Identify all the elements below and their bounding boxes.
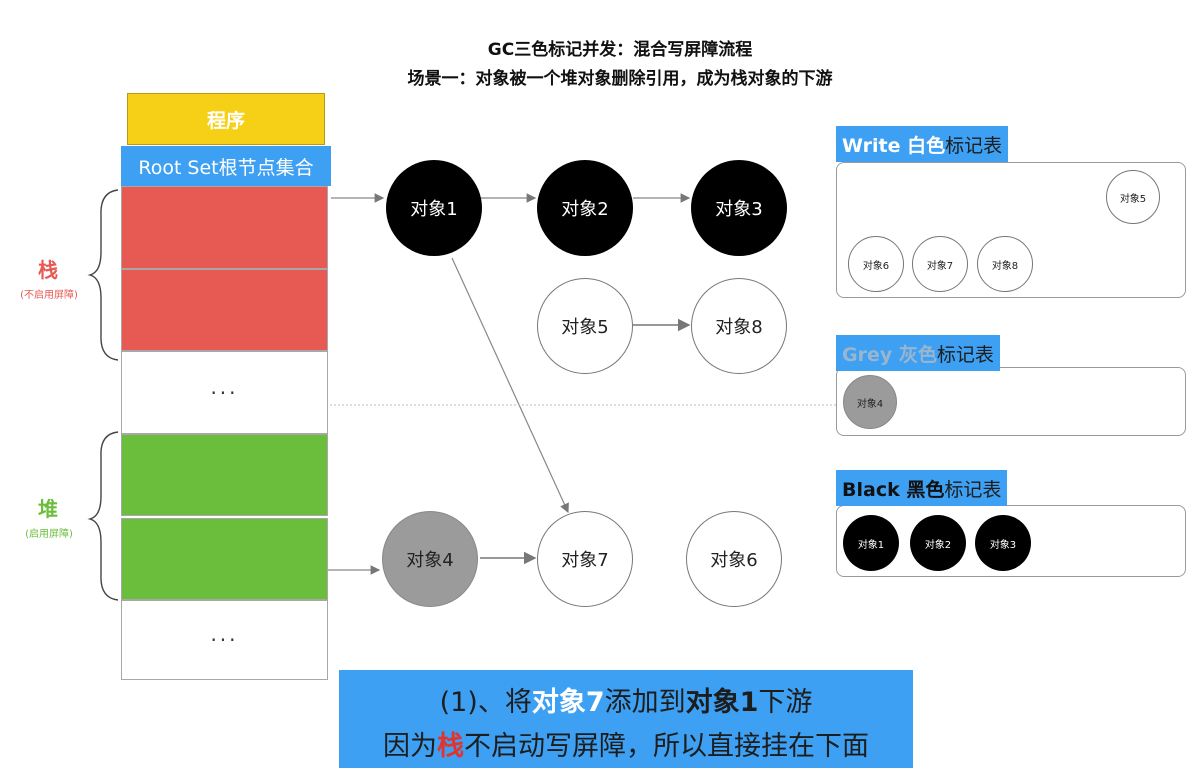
expl-l1-obj1: 对象1: [685, 687, 759, 718]
node-obj7: 对象7: [537, 511, 633, 607]
grey-item-obj4: 对象4: [843, 375, 897, 429]
node-obj6: 对象6: [686, 511, 782, 607]
white-table-header: Write 白色标记表: [836, 126, 1009, 162]
node-obj5: 对象5: [537, 278, 633, 374]
expl-l1-a: (1)、将: [439, 687, 532, 718]
black-item-obj1: 对象1: [843, 515, 899, 571]
expl-l1-c: 添加到: [604, 687, 686, 718]
explanation-line-1: (1)、将对象7添加到对象1下游: [339, 680, 913, 719]
expl-l2-stack: 栈: [437, 731, 464, 762]
expl-l2-a: 因为: [383, 731, 437, 762]
grey-table-head-rest: 标记表: [936, 343, 994, 366]
heap-label: 堆: [38, 497, 58, 521]
black-item-obj2: 对象2: [910, 515, 966, 571]
node-obj3: 对象3: [691, 160, 787, 256]
program-box: 程序: [127, 93, 325, 145]
white-item-obj5: 对象5: [1106, 170, 1160, 224]
white-table-head-rest: 标记表: [945, 134, 1003, 157]
expl-l2-c: 不启动写屏障，所以直接挂在下面: [464, 731, 869, 762]
stack-sublabel: (不启用屏障): [20, 290, 78, 301]
black-table-header: Black 黑色标记表: [836, 470, 1008, 506]
stack-label: 栈: [38, 258, 58, 282]
expl-l1-obj7: 对象7: [531, 687, 605, 718]
white-item-obj6: 对象6: [848, 236, 904, 292]
root-set-header: Root Set根节点集合: [121, 146, 331, 186]
node-obj4: 对象4: [382, 511, 478, 607]
diagram-subtitle: 场景一：对象被一个堆对象删除引用，成为栈对象的下游: [407, 69, 833, 89]
stack-ellipsis: ···: [121, 351, 328, 434]
grey-table-head-bold: Grey 灰色: [842, 343, 937, 366]
heap-ellipsis: ···: [121, 600, 328, 680]
white-item-obj8: 对象8: [977, 236, 1033, 292]
stack-slot-2: [121, 269, 328, 351]
stack-slot-1: [121, 186, 328, 269]
explanation-line-2: 因为栈不启动写屏障，所以直接挂在下面: [339, 724, 913, 763]
explanation-box: (1)、将对象7添加到对象1下游 因为栈不启动写屏障，所以直接挂在下面: [339, 670, 913, 768]
heap-slot-2: [121, 518, 328, 600]
stack-brace: [87, 189, 119, 361]
black-item-obj3: 对象3: [975, 515, 1031, 571]
black-table-head-bold: Black 黑色: [842, 478, 945, 501]
arrow-obj1-to-obj7: [451, 257, 569, 514]
node-obj2: 对象2: [537, 160, 633, 256]
heap-sublabel: (启用屏障): [25, 529, 73, 540]
node-obj1: 对象1: [386, 160, 482, 256]
black-table-head-rest: 标记表: [944, 478, 1002, 501]
white-item-obj7: 对象7: [912, 236, 968, 292]
grey-table-header: Grey 灰色标记表: [836, 335, 1000, 371]
expl-l1-e: 下游: [758, 687, 813, 718]
node-obj8: 对象8: [691, 278, 787, 374]
diagram-title: GC三色标记并发：混合写屏障流程: [487, 40, 753, 60]
heap-brace: [87, 431, 119, 601]
heap-slot-1: [121, 434, 328, 516]
white-table-head-bold: Write 白色: [842, 134, 946, 157]
